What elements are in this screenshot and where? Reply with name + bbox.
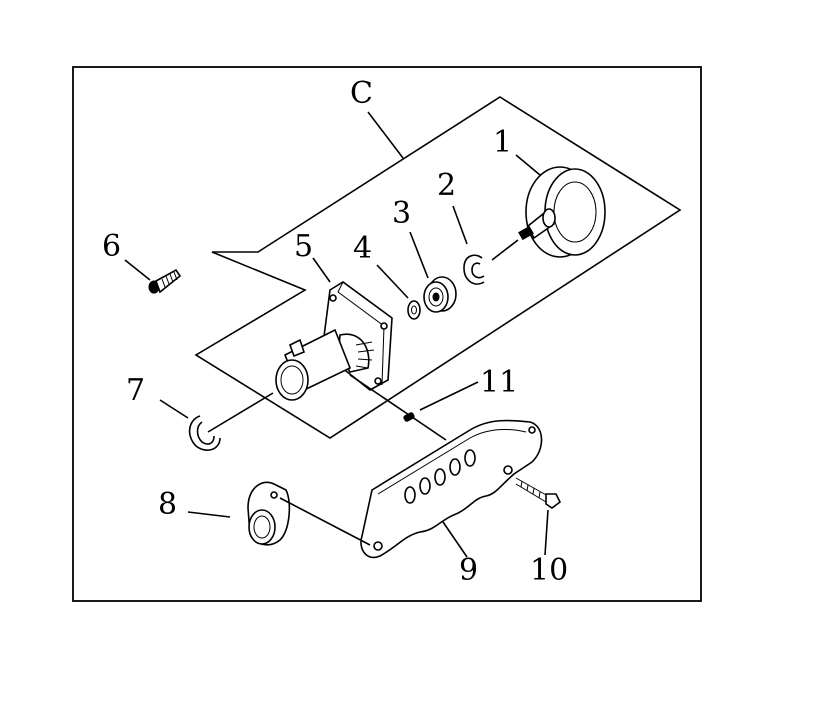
part-2-circlip bbox=[463, 254, 485, 285]
part-1-clutch-drum bbox=[518, 166, 606, 258]
part-4-washer bbox=[407, 300, 421, 320]
leader-3 bbox=[409, 231, 429, 279]
part-3-bearing bbox=[423, 276, 457, 313]
leader-8 bbox=[187, 511, 231, 518]
assembly-line-housing-to-pin bbox=[349, 374, 447, 441]
assembly-line-clamp-to-bracket bbox=[279, 497, 371, 546]
leader-1 bbox=[515, 154, 541, 176]
leader-9 bbox=[442, 521, 468, 558]
assembly-c-outline bbox=[194, 96, 682, 439]
label-group-c: C bbox=[350, 76, 373, 111]
leader-7 bbox=[159, 399, 189, 419]
part-5-clutch-housing bbox=[275, 281, 393, 401]
label-part-3: 3 bbox=[392, 196, 411, 231]
assembly-line-drum-to-clip bbox=[491, 239, 519, 261]
label-part-1: 1 bbox=[493, 125, 512, 160]
label-part-5: 5 bbox=[294, 229, 313, 264]
label-part-9: 9 bbox=[459, 553, 478, 588]
leader-4 bbox=[376, 264, 409, 299]
part-7-snap-ring bbox=[188, 415, 221, 451]
label-part-6: 6 bbox=[102, 229, 121, 264]
leader-5 bbox=[312, 257, 331, 283]
leader-10 bbox=[544, 509, 549, 556]
label-part-10: 10 bbox=[530, 553, 568, 588]
leader-6 bbox=[124, 259, 151, 281]
label-part-8: 8 bbox=[158, 487, 177, 522]
label-part-7: 7 bbox=[126, 373, 145, 408]
assembly-line-ring-to-housing bbox=[207, 392, 274, 433]
part-8-clamp bbox=[247, 481, 291, 546]
leader-2 bbox=[452, 205, 468, 245]
diagram-frame bbox=[72, 66, 702, 602]
label-part-4: 4 bbox=[353, 231, 372, 266]
leader-11 bbox=[419, 381, 479, 411]
part-9-handle-bracket bbox=[360, 419, 543, 559]
label-part-11: 11 bbox=[480, 365, 518, 400]
part-6-screw bbox=[148, 268, 182, 294]
part-10-bolt bbox=[515, 477, 562, 509]
leader-c bbox=[367, 111, 404, 159]
label-part-2: 2 bbox=[437, 168, 456, 203]
